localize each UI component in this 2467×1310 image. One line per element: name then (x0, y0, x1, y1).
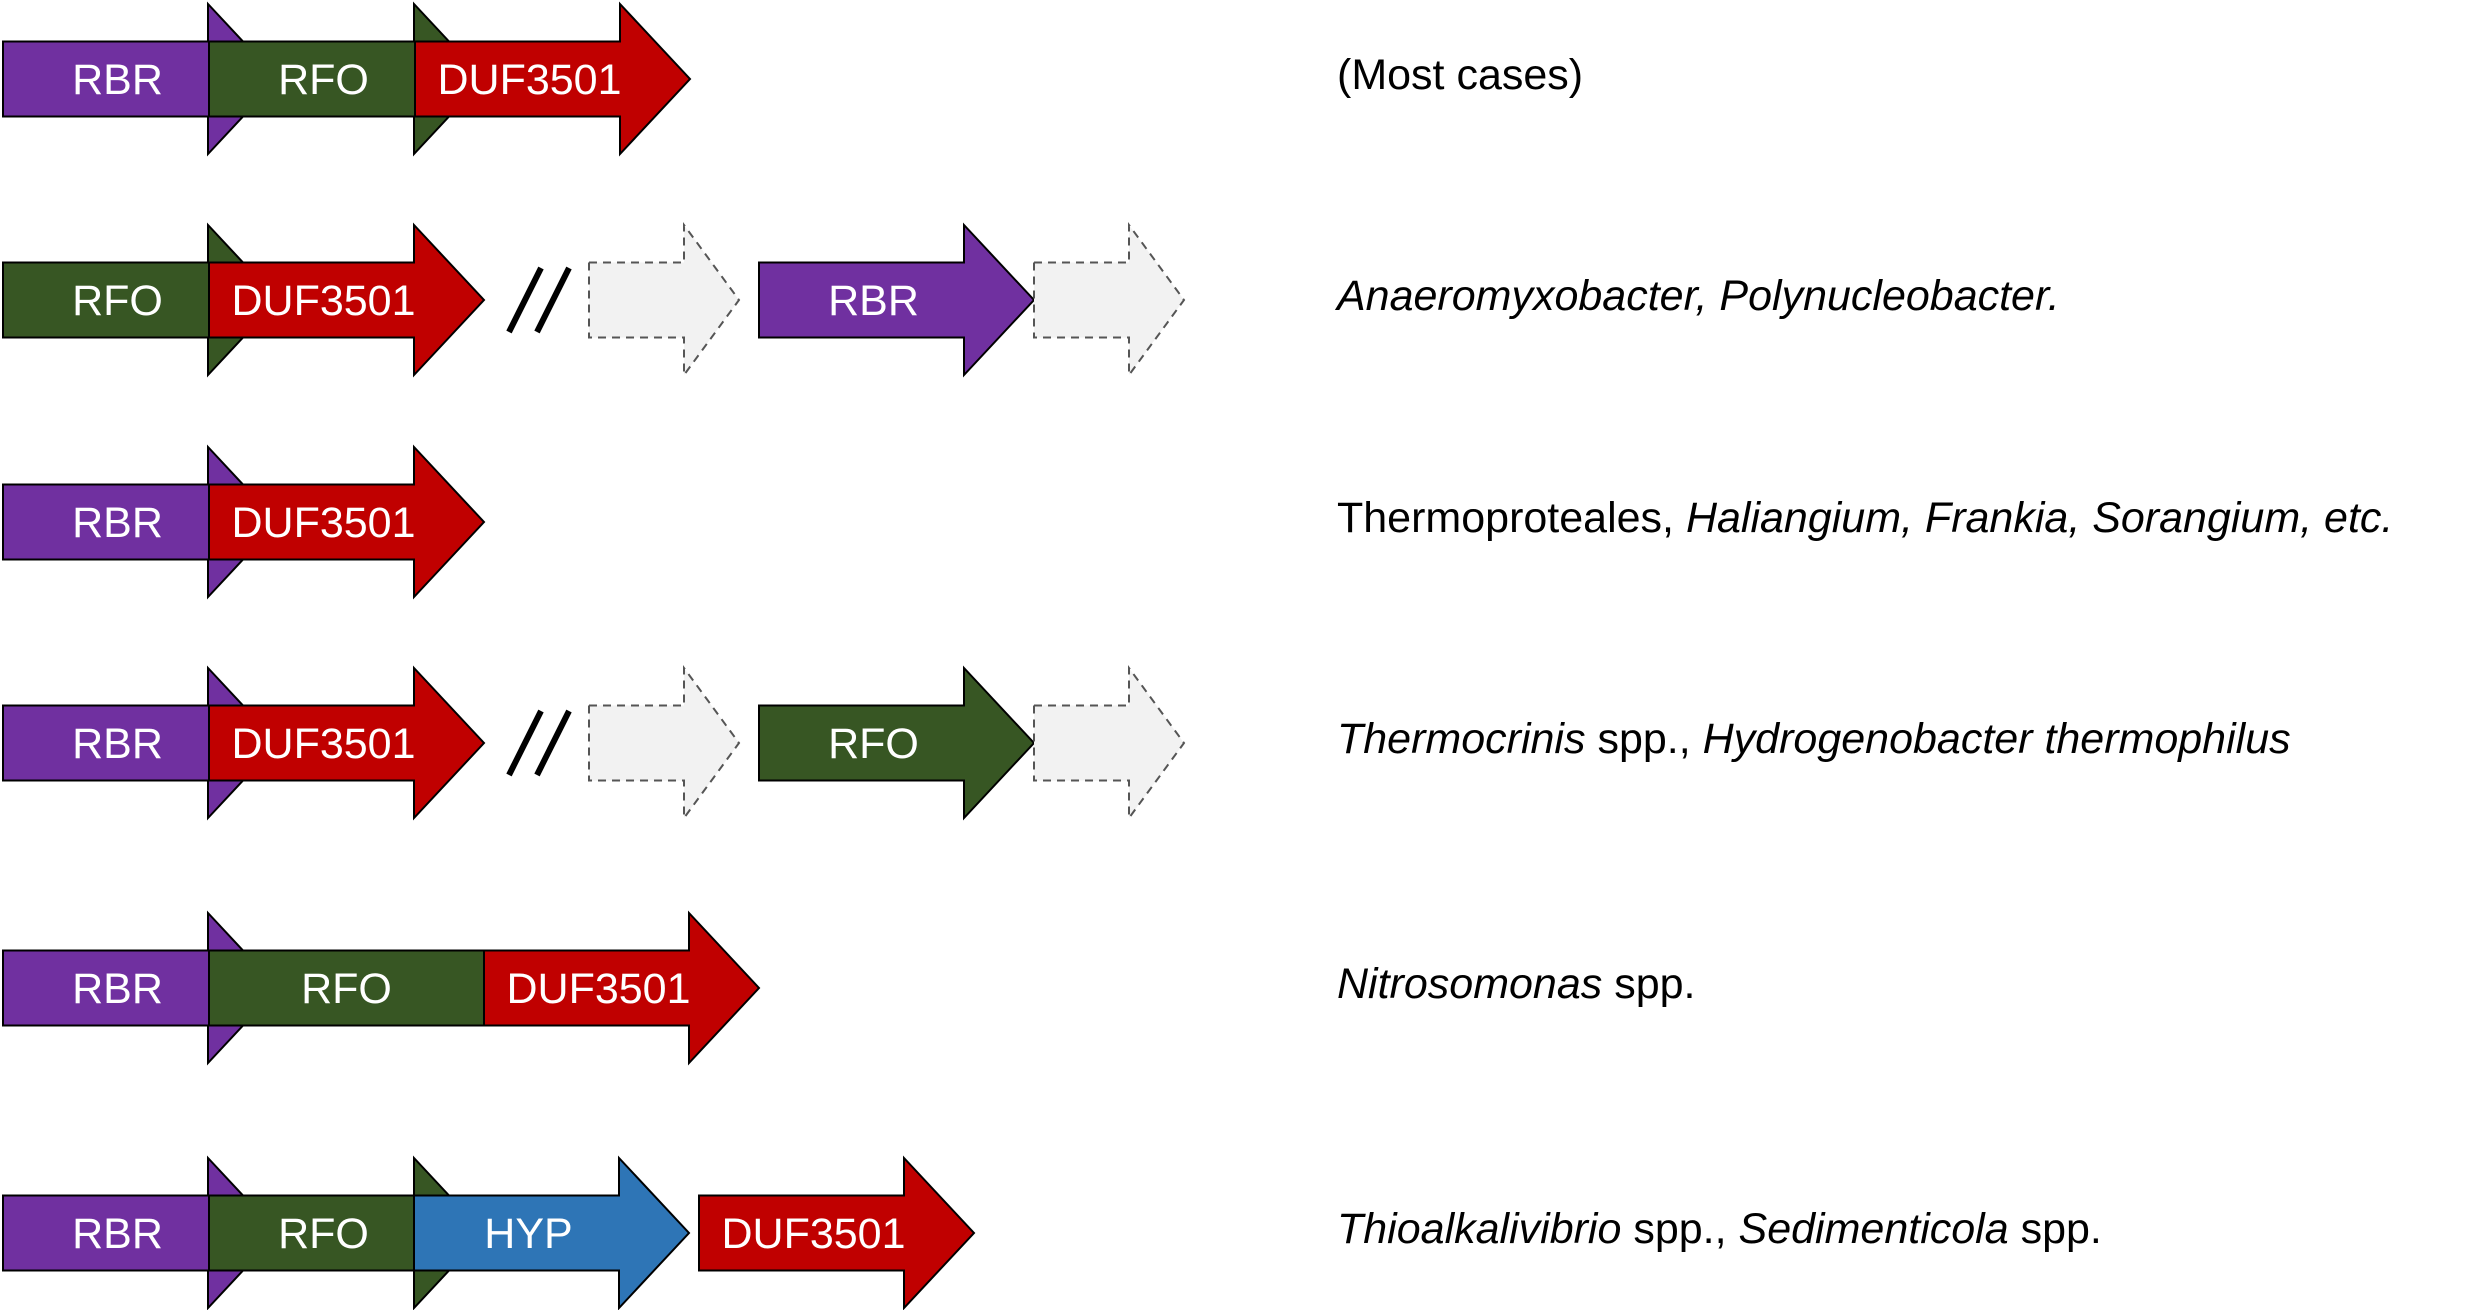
organism-name-italic: Anaeromyxobacter, Polynucleobacter. (1337, 272, 2060, 320)
gene-label-rfo: RFO (828, 720, 919, 768)
gene-duf3501-arrow (208, 444, 486, 600)
organism-text: (Most cases) (1337, 51, 1584, 99)
gene-label-rbr: RBR (828, 277, 919, 325)
organism-label-row-1: (Most cases) (1337, 54, 1583, 97)
gene-rbr-arrow (758, 222, 1036, 378)
gene-rfo-arrow (758, 665, 1036, 821)
gene-row-5: RBR RFO DUF3501 (2, 910, 761, 1066)
unknown-gene-arrow (588, 664, 741, 822)
break-slash-2 (534, 709, 572, 777)
gene-label-duf3501: DUF3501 (231, 499, 415, 547)
organism-label-row-4: Thermocrinis spp., Hydrogenobacter therm… (1337, 718, 2291, 761)
organism-name-italic: Thioalkalivibrio (1337, 1205, 1622, 1253)
unknown-gene-arrow (1033, 664, 1186, 822)
organism-name-italic: Hydrogenobacter thermophilus (1702, 715, 2291, 763)
organism-label-row-5: Nitrosomonas spp. (1337, 963, 1696, 1006)
organism-label-row-3: Thermoproteales, Haliangium, Frankia, So… (1337, 497, 2393, 540)
gene-label-rfo: RFO (72, 277, 163, 325)
organism-text: spp. (1602, 960, 1696, 1008)
gene-label-rbr: RBR (72, 965, 163, 1013)
organism-text: spp., (1621, 1205, 1739, 1253)
break-slash-1 (506, 709, 544, 777)
break-slash-1 (506, 266, 544, 334)
gene-label-rbr: RBR (72, 720, 163, 768)
gene-row-1: RBR RFO DUF3501 (2, 1, 692, 157)
organism-name-italic: Sedimenticola (1738, 1205, 2009, 1253)
organism-label-row-2: Anaeromyxobacter, Polynucleobacter. (1337, 275, 2060, 318)
gene-label-duf3501: DUF3501 (437, 56, 621, 104)
organism-name-italic: Thermocrinis (1337, 715, 1586, 763)
gene-rfo-box (208, 949, 485, 1027)
gene-label-rfo: RFO (301, 965, 392, 1013)
gene-row-2: RFO DUF3501 RBR (2, 221, 1186, 379)
unknown-gene-arrow (1033, 221, 1186, 379)
gene-duf3501-arrow (483, 910, 761, 1066)
organism-name-italic: Nitrosomonas (1337, 960, 1603, 1008)
organism-label-row-6: Thioalkalivibrio spp., Sedimenticola spp… (1337, 1208, 2102, 1251)
gene-label-duf3501: DUF3501 (506, 965, 690, 1013)
gene-label-duf3501: DUF3501 (721, 1210, 905, 1258)
gene-row-3: RBR DUF3501 (2, 444, 486, 600)
gene-hyp-arrow (413, 1155, 691, 1310)
gene-label-duf3501: DUF3501 (231, 720, 415, 768)
gene-label-rbr: RBR (72, 499, 163, 547)
gene-label-rbr: RBR (72, 1210, 163, 1258)
unknown-gene-arrow (588, 221, 741, 379)
gene-label-hyp: HYP (484, 1210, 572, 1258)
gene-row-4: RBR DUF3501 RFO (2, 664, 1186, 822)
break-slash-2 (534, 266, 572, 334)
gene-label-duf3501: DUF3501 (231, 277, 415, 325)
gene-duf3501-arrow (208, 222, 486, 378)
organism-text: spp. (2008, 1205, 2102, 1253)
gene-duf3501-arrow (698, 1155, 976, 1310)
gene-label-rbr: RBR (72, 56, 163, 104)
gene-duf3501-arrow (414, 1, 692, 157)
organism-name-italic: Haliangium, Frankia, Sorangium, etc. (1685, 494, 2394, 542)
organism-text: Thermoproteales, (1337, 494, 1686, 542)
gene-row-6: RBR RFO HYP DUF3501 (2, 1155, 976, 1310)
gene-label-rfo: RFO (278, 56, 369, 104)
organism-text: spp., (1585, 715, 1703, 763)
gene-duf3501-arrow (208, 665, 486, 821)
gene-label-rfo: RFO (278, 1210, 369, 1258)
